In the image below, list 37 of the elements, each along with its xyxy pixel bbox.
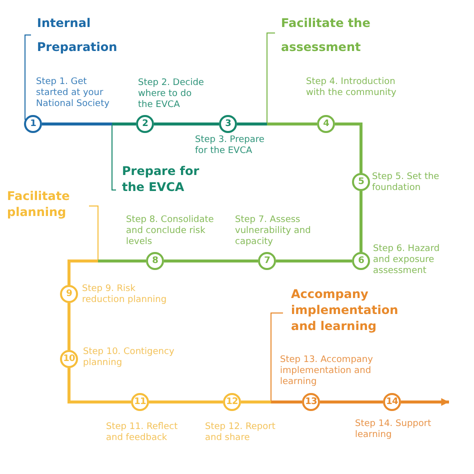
leader-line: [266, 32, 276, 123]
step-label: Step 5. Set the foundation: [372, 172, 440, 194]
leader-line: [112, 125, 116, 190]
step-label: Step 10. Contigency planning: [83, 347, 176, 369]
route-line: [237, 122, 317, 126]
route-line: [154, 122, 219, 126]
phase-heading: Prepare for the EVCA: [116, 163, 212, 195]
step-label: Step 11. Reflect and feedback: [106, 422, 179, 444]
step-label: Step 7. Assess vulnerability and capacity: [235, 215, 312, 248]
step-label: Step 14. Support learning: [355, 419, 432, 441]
phase-heading: Facilitate planning: [7, 188, 89, 220]
leader-line: [270, 312, 284, 401]
route-line: [335, 122, 362, 173]
step-label: Step 8. Consolidate and conclude risk levels: [126, 215, 215, 248]
step-label: Step 6. Hazard and exposure assessment: [373, 244, 441, 277]
route-arrow: [401, 398, 449, 406]
route-line: [164, 260, 258, 262]
phase-heading: Facilitate the assessment: [275, 11, 385, 59]
route-line: [360, 191, 362, 252]
leader-line: [88, 206, 98, 260]
step-label: Step 12. Report and share: [205, 422, 276, 444]
route-line: [320, 400, 383, 404]
step-label: Step 9. Risk reduction planning: [82, 284, 168, 306]
route-line: [68, 260, 146, 285]
route-line: [276, 260, 352, 262]
route-line: [42, 122, 136, 126]
route-line: [241, 400, 302, 404]
step-label: Step 4. Introduction with the community: [306, 77, 398, 99]
step-label: Step 1. Get started at your National Society: [36, 77, 110, 110]
step-label: Step 13. Accompany implementation and learning: [280, 355, 374, 388]
step-label: Step 2. Decide where to do the EVCA: [138, 78, 205, 111]
route-line: [68, 303, 70, 350]
phase-heading: Accompany implementation and learning: [283, 286, 408, 334]
phase-heading: Internal Preparation: [31, 11, 131, 59]
route-line: [68, 368, 131, 404]
route-line: [149, 400, 223, 404]
step-label: Step 3. Prepare for the EVCA: [195, 135, 266, 157]
